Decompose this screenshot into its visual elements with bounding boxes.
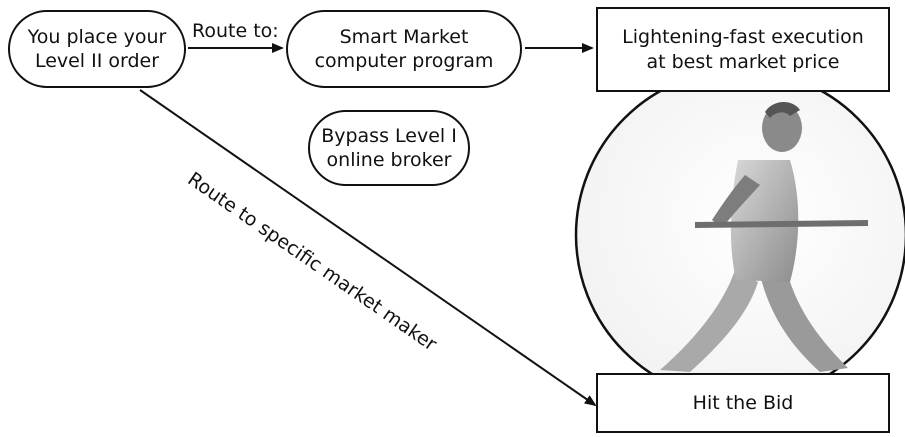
baseball-batter-icon [660, 101, 868, 372]
node-bypass-line2: online broker [326, 149, 452, 171]
node-place-order-line1: You place your [27, 25, 167, 48]
batter-illustration-circle [574, 68, 905, 402]
node-hit-bid: Hit the Bid [596, 373, 890, 433]
node-bypass: Bypass Level I online broker [308, 110, 470, 186]
node-execution: Lightening-fast execution at best market… [596, 7, 890, 92]
node-hit-bid-label: Hit the Bid [692, 391, 794, 414]
node-place-order-line2: Level II order [34, 50, 160, 72]
node-smart-market-line2: computer program [314, 50, 494, 72]
node-execution-line2: at best market price [646, 50, 840, 73]
node-place-order: You place your Level II order [8, 10, 186, 88]
node-smart-market-line1: Smart Market [339, 25, 469, 48]
node-bypass-line1: Bypass Level I [321, 124, 457, 147]
edge-label-route-to: Route to: [192, 20, 279, 42]
node-execution-line1: Lightening-fast execution [622, 26, 864, 49]
node-smart-market: Smart Market computer program [286, 10, 522, 88]
edge-place-to-hitbid [139, 89, 597, 407]
